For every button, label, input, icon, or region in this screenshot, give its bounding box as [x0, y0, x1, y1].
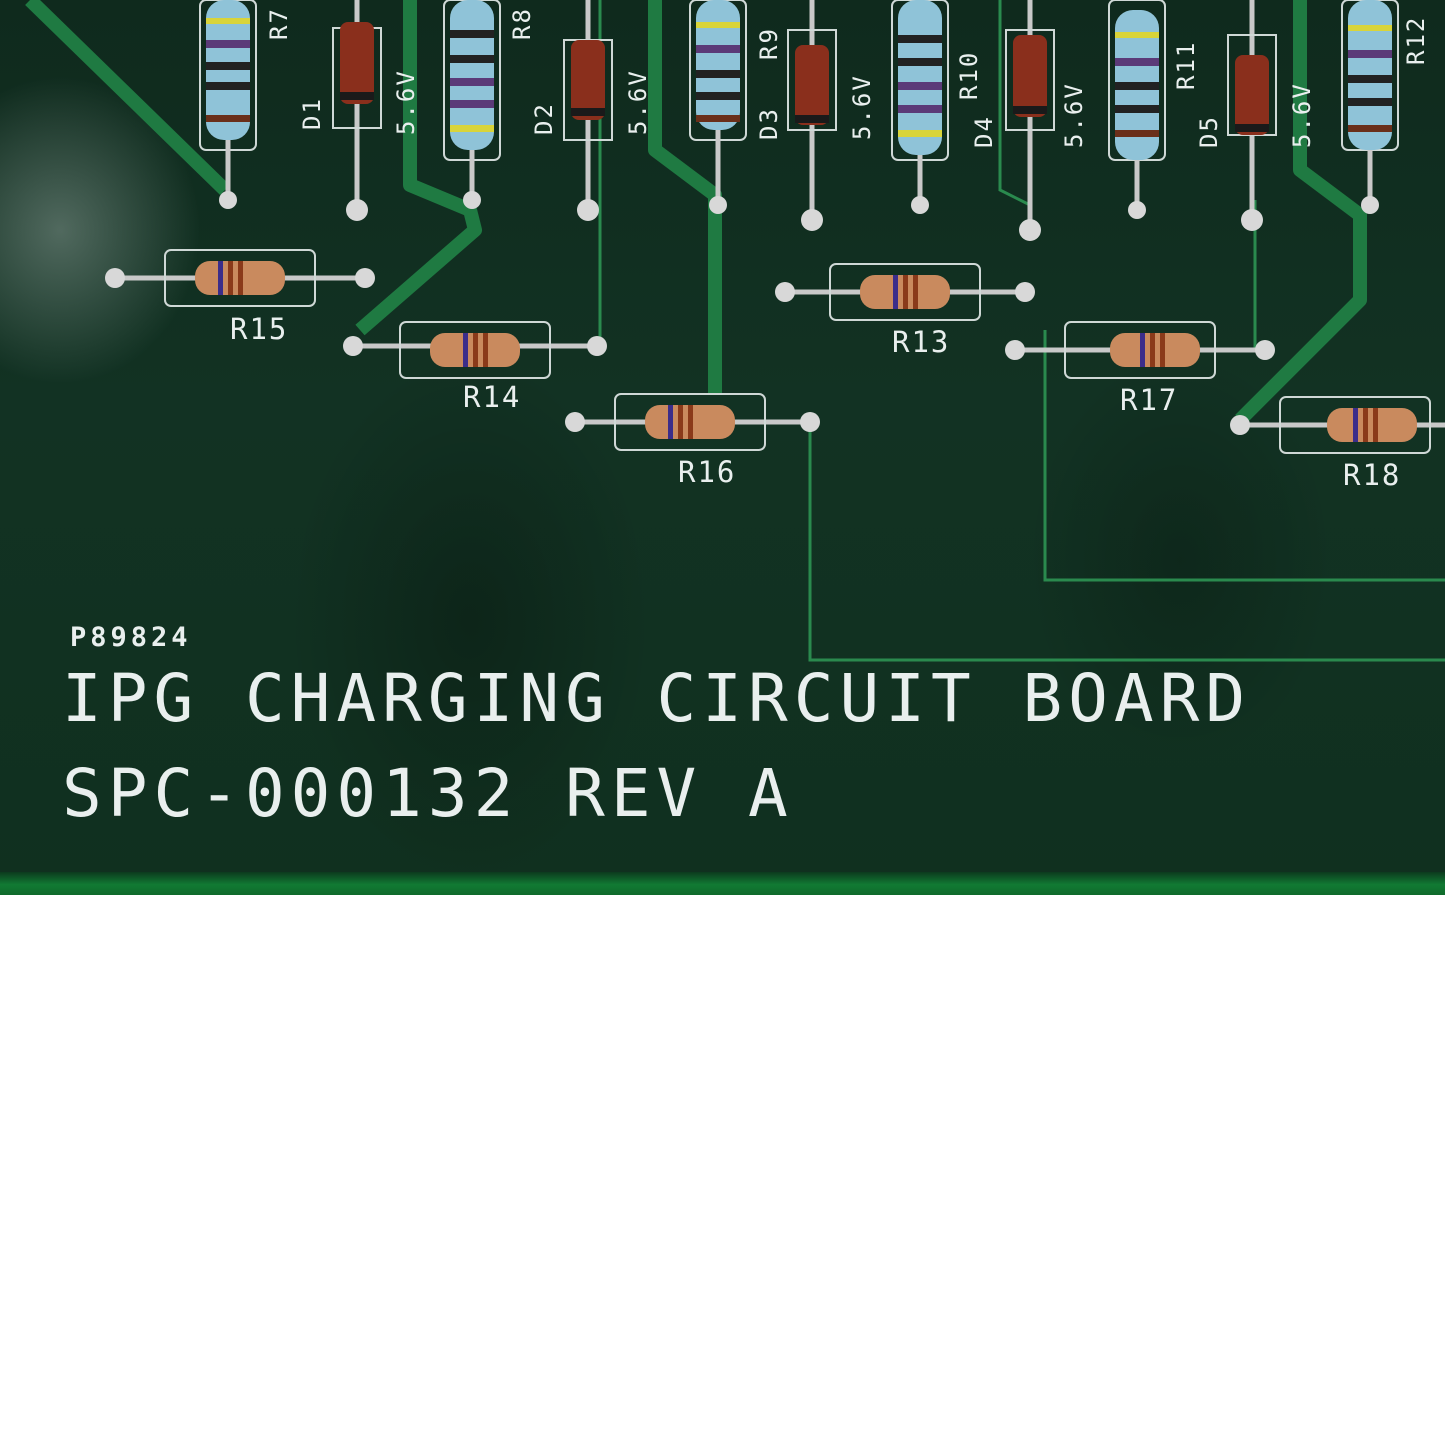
thin-traces — [598, 0, 1445, 662]
resistor-r7 — [199, 0, 257, 209]
label-r12: R12 — [1402, 15, 1430, 65]
board-edge — [0, 872, 1445, 895]
label-r10: R10 — [955, 50, 983, 100]
resistor-r14 — [343, 321, 607, 379]
label-r14: R14 — [463, 380, 522, 414]
resistor-r15 — [105, 249, 375, 307]
label-r11: R11 — [1172, 40, 1200, 90]
label-d5: D5 — [1195, 115, 1223, 148]
label-r18: R18 — [1343, 458, 1402, 492]
label-d1-rating: 5.6V — [392, 69, 420, 135]
blank-background — [0, 895, 1445, 1445]
resistor-r10 — [891, 0, 949, 214]
label-d5-rating: 5.6V — [1288, 82, 1316, 148]
resistor-r17 — [1005, 321, 1275, 379]
resistor-r12 — [1341, 0, 1399, 214]
label-d1: D1 — [298, 97, 326, 130]
resistor-r13 — [775, 263, 1035, 321]
board-part-number: P89824 — [70, 622, 192, 653]
resistor-r9 — [689, 0, 747, 214]
label-d4: D4 — [970, 115, 998, 148]
label-r13: R13 — [892, 325, 951, 359]
label-d2-rating: 5.6V — [624, 69, 652, 135]
board-title: IPG CHARGING CIRCUIT BOARD — [62, 660, 1252, 737]
label-r16: R16 — [678, 455, 737, 489]
diode-d3 — [787, 0, 837, 231]
horizontal-resistors — [105, 249, 1445, 454]
board-subtitle: SPC-000132 REV A — [62, 755, 794, 832]
diode-d2 — [563, 0, 613, 221]
label-r15: R15 — [230, 312, 289, 346]
label-d4-rating: 5.6V — [1060, 82, 1088, 148]
diode-d4 — [1005, 0, 1055, 241]
circuit-board-photo: R7 R8 R9 R10 R11 R12 D1 5.6V D2 5.6V D3 … — [0, 0, 1445, 895]
resistor-r18 — [1230, 396, 1445, 454]
resistor-r16 — [565, 393, 820, 451]
label-d3: D3 — [755, 107, 783, 140]
label-d2: D2 — [530, 102, 558, 135]
label-r9: R9 — [755, 27, 783, 60]
resistor-r8 — [443, 0, 501, 209]
resistor-r11 — [1108, 0, 1166, 219]
label-r7: R7 — [265, 7, 293, 40]
diode-d5 — [1227, 0, 1277, 231]
diode-d1 — [332, 0, 382, 221]
copper-traces — [25, 0, 1367, 425]
label-r8: R8 — [508, 7, 536, 40]
circuit-board-drawing — [25, 0, 1445, 662]
label-d3-rating: 5.6V — [848, 74, 876, 140]
vertical-resistors — [199, 0, 1399, 219]
label-r17: R17 — [1120, 383, 1179, 417]
diodes — [332, 0, 1277, 241]
